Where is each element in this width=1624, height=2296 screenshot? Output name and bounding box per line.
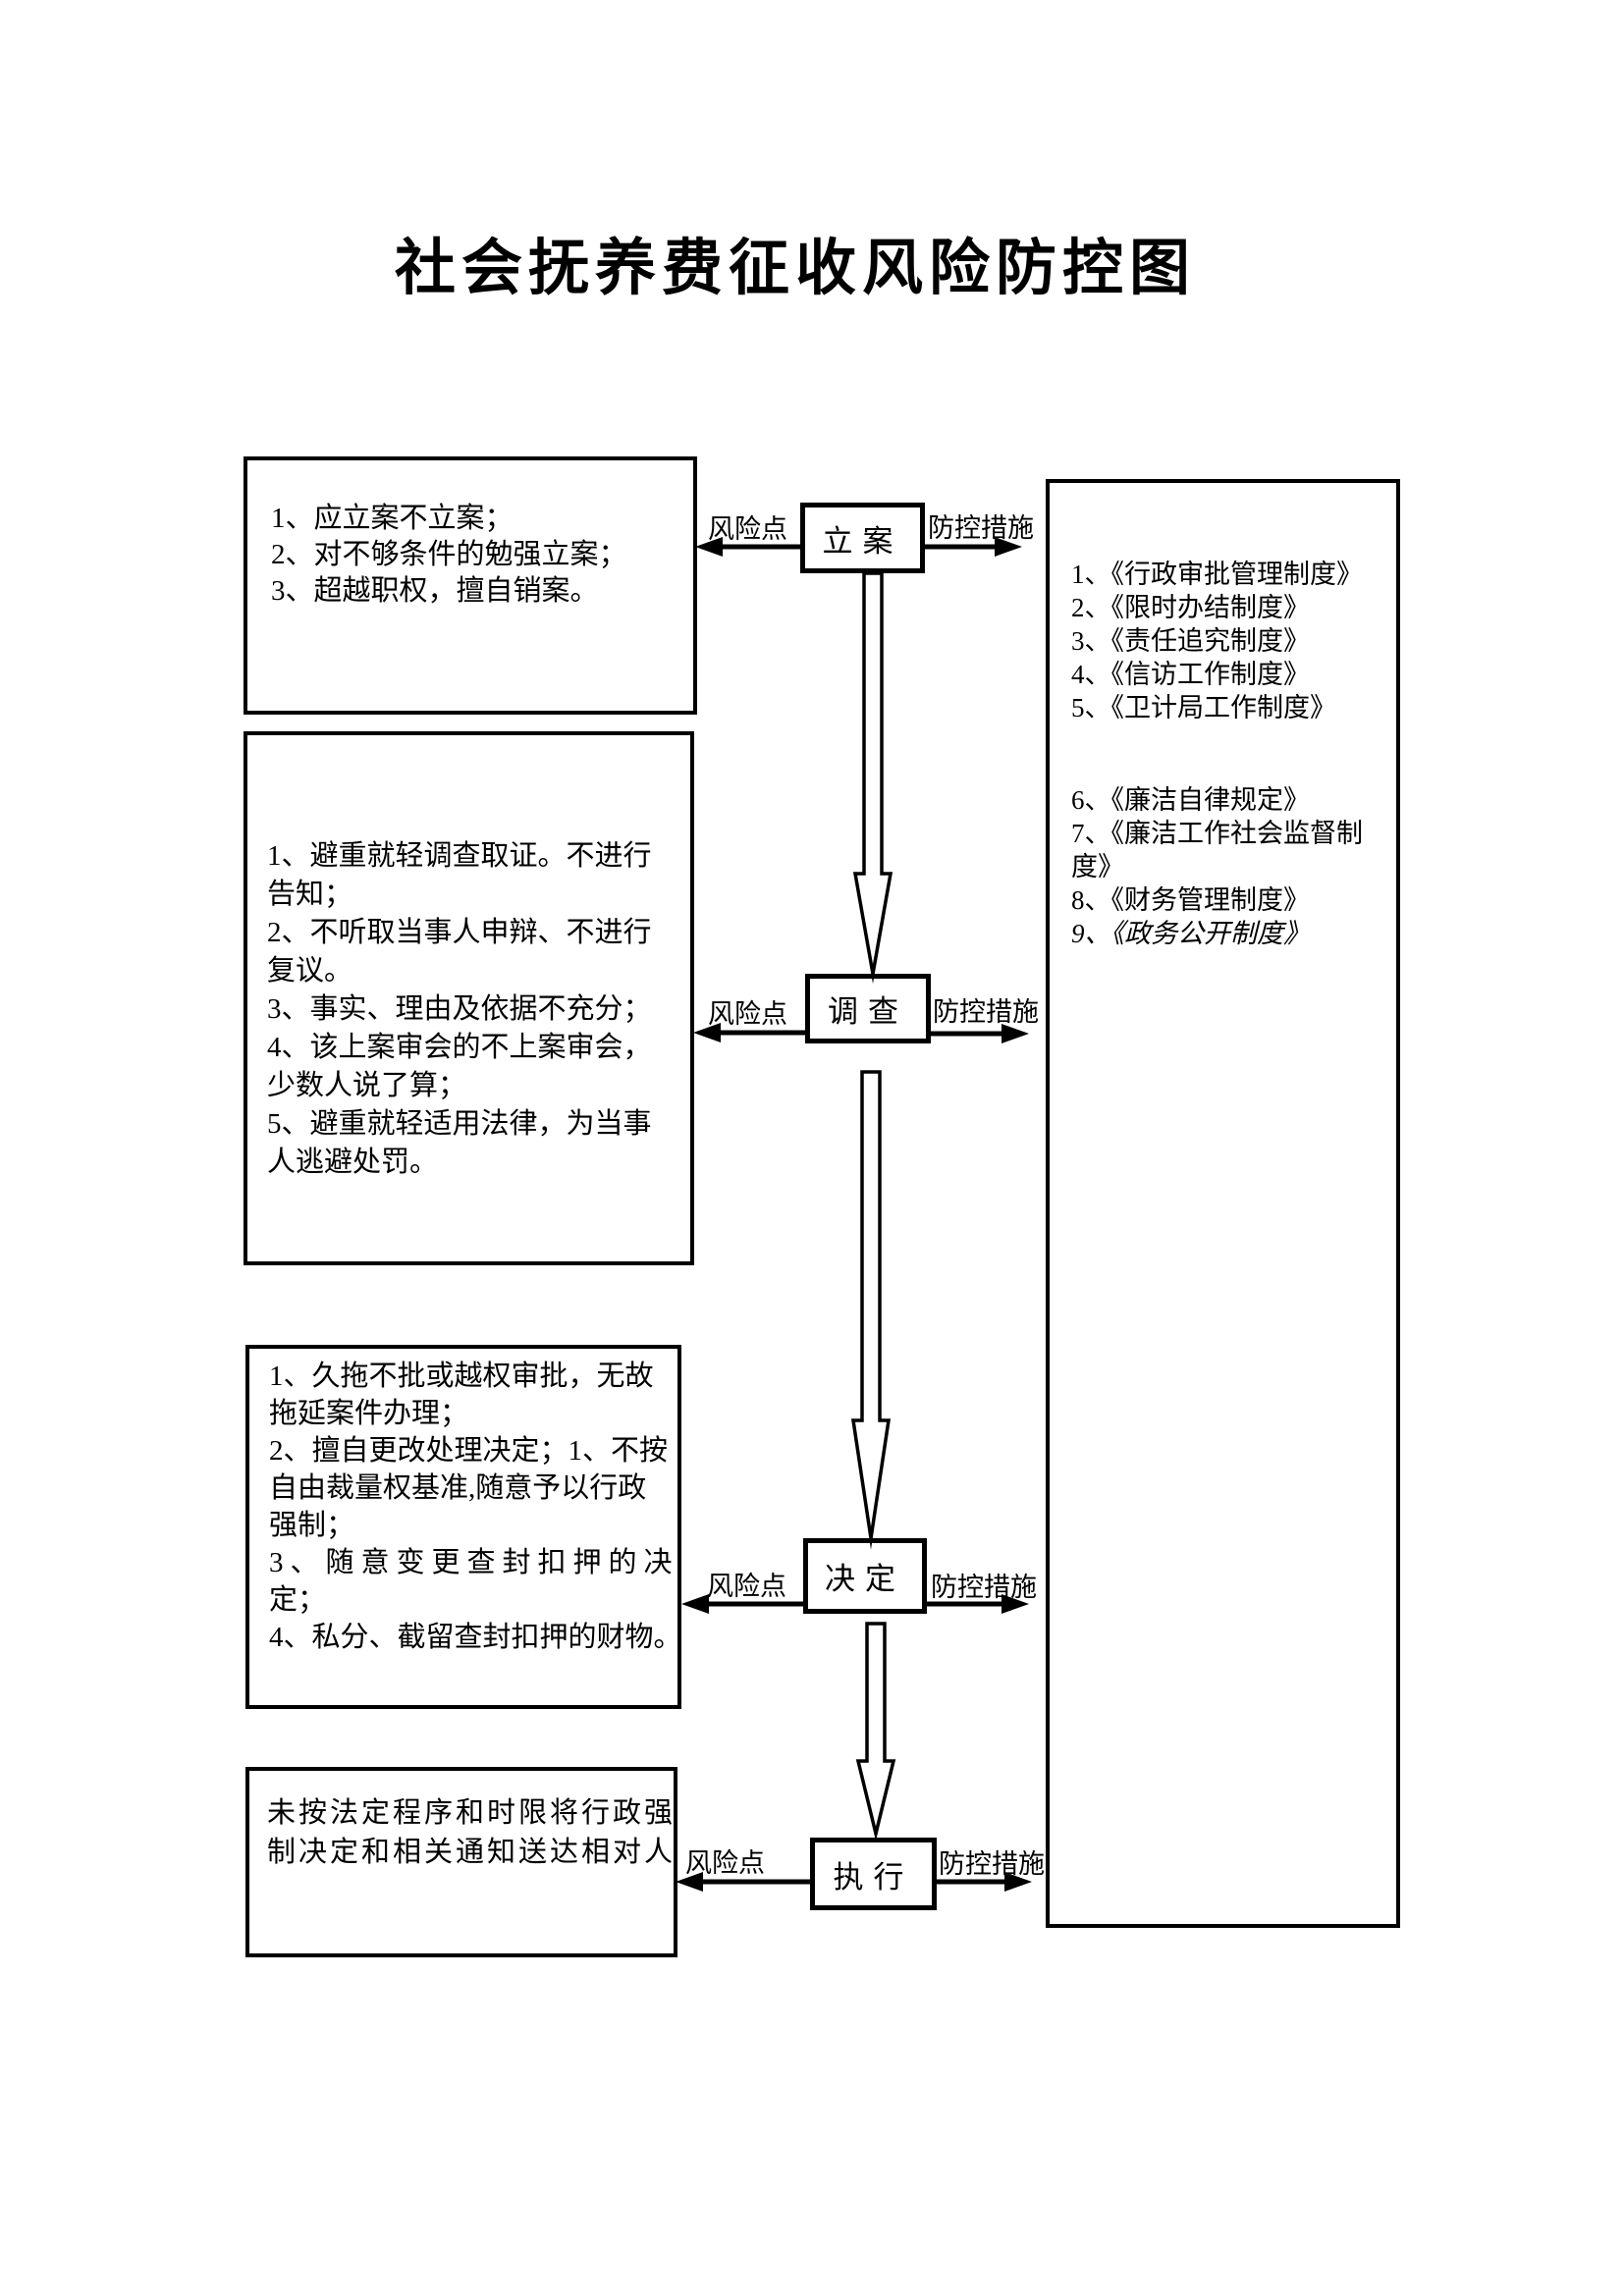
control-measure-label: 防控措施 (931, 1573, 1037, 1602)
risk-box-decision: 1、久拖不批或越权审批，无故 拖延案件办理； 2、擅自更改处理决定；1、不按 自… (245, 1345, 682, 1709)
risk-line: 1、避重就轻调查取证。不进行 (267, 840, 652, 872)
risk-line: 1、应立案不立案； (271, 503, 514, 534)
risk-line: 2、擅自更改处理决定；1、不按 (269, 1435, 669, 1467)
measure-item: 度》 (1071, 852, 1124, 881)
flow-arrow-investigation-to-decision (850, 1070, 892, 1550)
stage-label: 立案 (822, 523, 903, 559)
measures-group-top: 1、《行政审批管理制度》 2、《限时办结制度》 3、《责任追究制度》 4、《信访… (1071, 558, 1390, 724)
stage-box-decision: 决定 (803, 1538, 927, 1614)
control-measure-label: 防控措施 (933, 997, 1039, 1027)
risk-line: 少数人说了算； (267, 1070, 467, 1101)
stage-box-filing: 立案 (800, 503, 925, 573)
measure-item: 2、《限时办结制度》 (1071, 593, 1310, 622)
risk-line: 告知； (267, 879, 353, 910)
measure-item: 1、《行政审批管理制度》 (1071, 560, 1363, 589)
risk-box-execution: 未按法定程序和时限将行政强 制决定和相关通知送达相对人 (245, 1767, 677, 1957)
measure-item: 9、《政务公开制度》 (1071, 919, 1310, 948)
stage-label: 执行 (833, 1859, 914, 1895)
measure-item: 8、《财务管理制度》 (1071, 885, 1310, 915)
arrow-left-investigation-risk (693, 1020, 805, 1045)
risk-point-label: 风险点 (685, 1848, 765, 1878)
arrow-left-decision-risk (681, 1591, 803, 1617)
risk-line: 复议。 (267, 955, 353, 987)
measure-item: 6、《廉洁自律规定》 (1071, 785, 1310, 815)
risk-line: 自由裁量权基准,随意予以行政 (269, 1472, 647, 1504)
risk-line: 人逃避处罚。 (267, 1147, 439, 1178)
control-measures-box: 1、《行政审批管理制度》 2、《限时办结制度》 3、《责任追究制度》 4、《信访… (1046, 479, 1400, 1928)
risk-line: 4、私分、截留查封扣押的财物。 (269, 1622, 682, 1653)
measure-item: 4、《信访工作制度》 (1071, 660, 1310, 689)
page-title: 社会抚养费征收风险防控图 (394, 236, 1196, 302)
risk-line: 强制； (269, 1510, 355, 1541)
risk-point-label: 风险点 (707, 1572, 786, 1601)
arrow-right-execution-control (937, 1869, 1032, 1895)
risk-line: 3、事实、理由及依据不充分； (267, 993, 652, 1025)
risk-line: 2、对不够条件的勉强立案； (271, 539, 627, 570)
measure-item: 3、《责任追究制度》 (1071, 626, 1310, 656)
stage-box-execution: 执行 (810, 1838, 937, 1910)
stage-box-investigation: 调查 (805, 974, 931, 1043)
flow-arrow-decision-to-execution (855, 1622, 896, 1842)
arrow-right-decision-control (927, 1591, 1029, 1617)
risk-line: 4、该上案审会的不上案审会， (267, 1032, 652, 1063)
stage-label: 调查 (828, 994, 908, 1029)
risk-box-filing: 1、应立案不立案； 2、对不够条件的勉强立案； 3、超越职权，擅自销案。 (244, 456, 697, 715)
stage-label: 决定 (825, 1562, 905, 1596)
risk-line: 拖延案件办理； (269, 1398, 469, 1429)
risk-line: 1、久拖不批或越权审批，无故 (269, 1361, 654, 1392)
risk-line: 定； (269, 1584, 327, 1616)
risk-box-investigation: 1、避重就轻调查取证。不进行 告知； 2、不听取当事人申辩、不进行 复议。 3、… (244, 731, 694, 1265)
measure-item: 5、《卫计局工作制度》 (1071, 693, 1336, 722)
measure-item: 7、《廉洁工作社会监督制 (1071, 819, 1363, 848)
risk-point-label: 风险点 (708, 999, 787, 1029)
control-measure-label: 防控措施 (928, 513, 1034, 543)
arrow-right-investigation-control (931, 1021, 1029, 1046)
arrow-right-filing-control (924, 534, 1022, 560)
arrow-left-filing-risk (695, 534, 800, 560)
control-measure-label: 防控措施 (939, 1849, 1045, 1879)
risk-line: 未按法定程序和时限将行政强 (267, 1797, 677, 1829)
risk-line: 5、避重就轻适用法律，为当事 (267, 1108, 652, 1140)
measures-group-bottom: 6、《廉洁自律规定》 7、《廉洁工作社会监督制 度》 8、《财务管理制度》 9、… (1071, 783, 1390, 950)
risk-line: 3、随意变更查封扣押的决 (269, 1547, 679, 1578)
risk-line: 2、不听取当事人申辩、不进行 (267, 917, 652, 948)
risk-line: 制决定和相关通知送达相对人 (267, 1837, 677, 1868)
arrow-left-execution-risk (676, 1869, 810, 1895)
risk-line: 3、超越职权，擅自销案。 (271, 575, 599, 607)
flow-arrow-filing-to-investigation (852, 571, 893, 985)
